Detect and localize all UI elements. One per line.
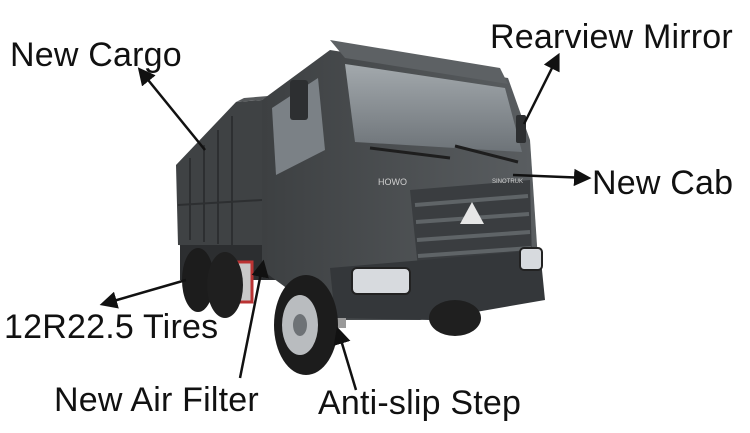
cargo-box	[176, 96, 268, 250]
label-new-air-filter: New Air Filter	[54, 381, 259, 419]
brand-badge-small: SINOTRUK	[492, 179, 523, 185]
brand-badge: HOWO	[378, 177, 407, 187]
arrow-new-cab	[512, 168, 592, 187]
arrow-new-air-filter	[238, 259, 269, 379]
label-new-cab: New Cab	[592, 164, 734, 202]
arrow-new-cargo	[137, 67, 206, 151]
brand-emblem	[460, 202, 484, 224]
dump-truck-illustration: HOWO SINOTRUK	[176, 40, 545, 375]
front-wheel-far	[429, 300, 481, 336]
label-rearview-mirror: Rearview Mirror	[490, 18, 733, 56]
label-new-cargo: New Cargo	[10, 36, 182, 74]
callout-arrows	[99, 52, 592, 391]
label-anti-slip-step: Anti-slip Step	[318, 384, 522, 422]
arrow-anti-slip-step	[333, 326, 358, 391]
label-tires: 12R22.5 Tires	[4, 308, 219, 346]
rear-wheels	[182, 248, 243, 318]
windshield	[345, 64, 522, 152]
front-wheel	[274, 275, 338, 375]
side-mirror-left	[290, 80, 308, 120]
arrow-tires	[99, 278, 187, 309]
headlight-left	[351, 267, 411, 295]
headlight-right	[519, 247, 543, 271]
front-grille: HOWO SINOTRUK	[378, 177, 532, 268]
side-mirror-right	[516, 115, 526, 143]
cab: HOWO SINOTRUK	[262, 40, 545, 328]
arrow-rearview-mirror	[522, 52, 560, 125]
